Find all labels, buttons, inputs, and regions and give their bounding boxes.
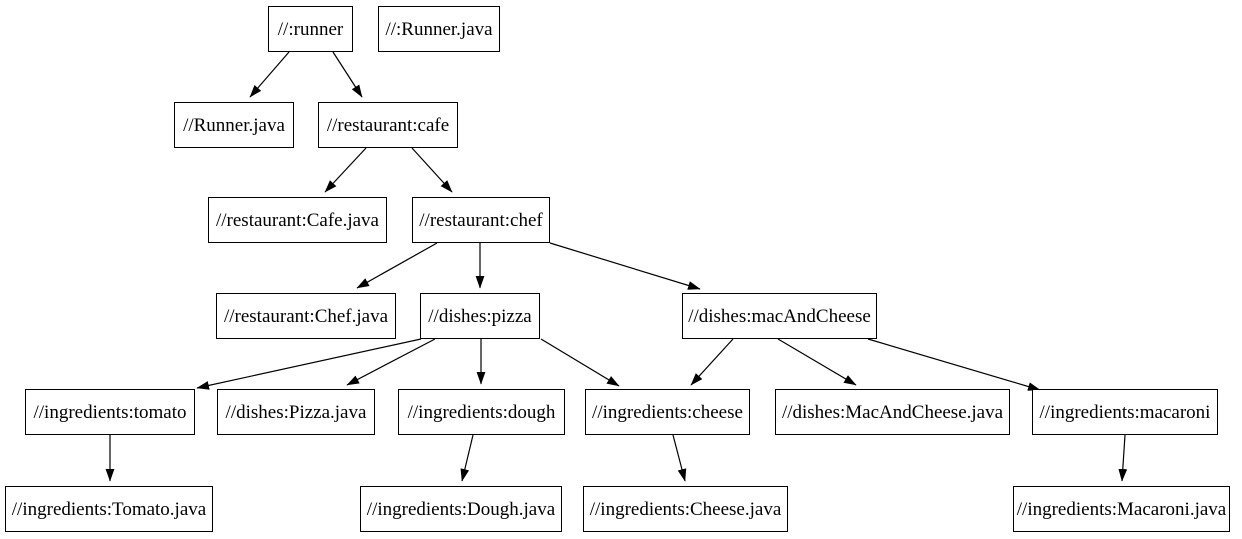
node-ingredients-tomato: //ingredients:tomato: [25, 389, 195, 435]
node-restaurant-chef: //restaurant:chef: [412, 197, 550, 243]
node-dishes-macandcheese: //dishes:macAndCheese: [682, 293, 877, 339]
edge-ingredients-macaroni-to-macaroni-java: [1118, 434, 1128, 482]
node-tomato-java: //ingredients:Tomato.java: [5, 486, 213, 532]
node-pizza-java: //dishes:Pizza.java: [217, 389, 375, 435]
edge-restaurant-chef-to-chef-java: [356, 242, 438, 289]
node-restaurant-cafe: //restaurant:cafe: [318, 102, 458, 148]
edge-runner-to-restaurant-cafe: [332, 51, 363, 98]
edge-restaurant-cafe-to-cafe-java: [324, 147, 367, 193]
node-macandcheese-java: //dishes:MacAndCheese.java: [775, 389, 1010, 435]
node-macaroni-java: //ingredients:Macaroni.java: [1013, 486, 1230, 532]
node-runner-java: //Runner.java: [174, 102, 294, 148]
edge-dishes-macandcheese-to-ingredients-cheese: [690, 338, 734, 386]
edge-dishes-macandcheese-to-macandcheese-java: [777, 338, 857, 386]
edge-runner-to-runner-java: [249, 51, 290, 98]
node-dishes-pizza: //dishes:pizza: [420, 293, 540, 339]
edge-dishes-macandcheese-to-ingredients-macaroni: [867, 338, 1041, 391]
edge-dishes-pizza-to-ingredients-tomato: [196, 338, 422, 390]
node-cheese-java: //ingredients:Cheese.java: [583, 486, 788, 532]
node-cafe-java: //restaurant:Cafe.java: [208, 197, 387, 243]
node-chef-java: //restaurant:Chef.java: [216, 293, 396, 339]
node-dough-java: //ingredients:Dough.java: [360, 486, 562, 532]
edge-ingredients-cheese-to-cheese-java: [672, 434, 687, 482]
edge-restaurant-chef-to-dishes-macandcheese: [549, 242, 701, 290]
edge-dishes-pizza-to-pizza-java: [346, 338, 436, 386]
edge-ingredients-dough-to-dough-java: [460, 434, 474, 482]
node-ingredients-cheese: //ingredients:cheese: [585, 389, 750, 435]
node-runner-java-root: //:Runner.java: [378, 6, 500, 52]
node-ingredients-macaroni: //ingredients:macaroni: [1032, 389, 1218, 435]
edge-restaurant-cafe-to-restaurant-chef: [411, 147, 453, 193]
node-ingredients-dough: //ingredients:dough: [398, 389, 565, 435]
node-runner: //:runner: [268, 6, 353, 52]
edge-dishes-pizza-to-ingredients-cheese: [540, 338, 620, 387]
